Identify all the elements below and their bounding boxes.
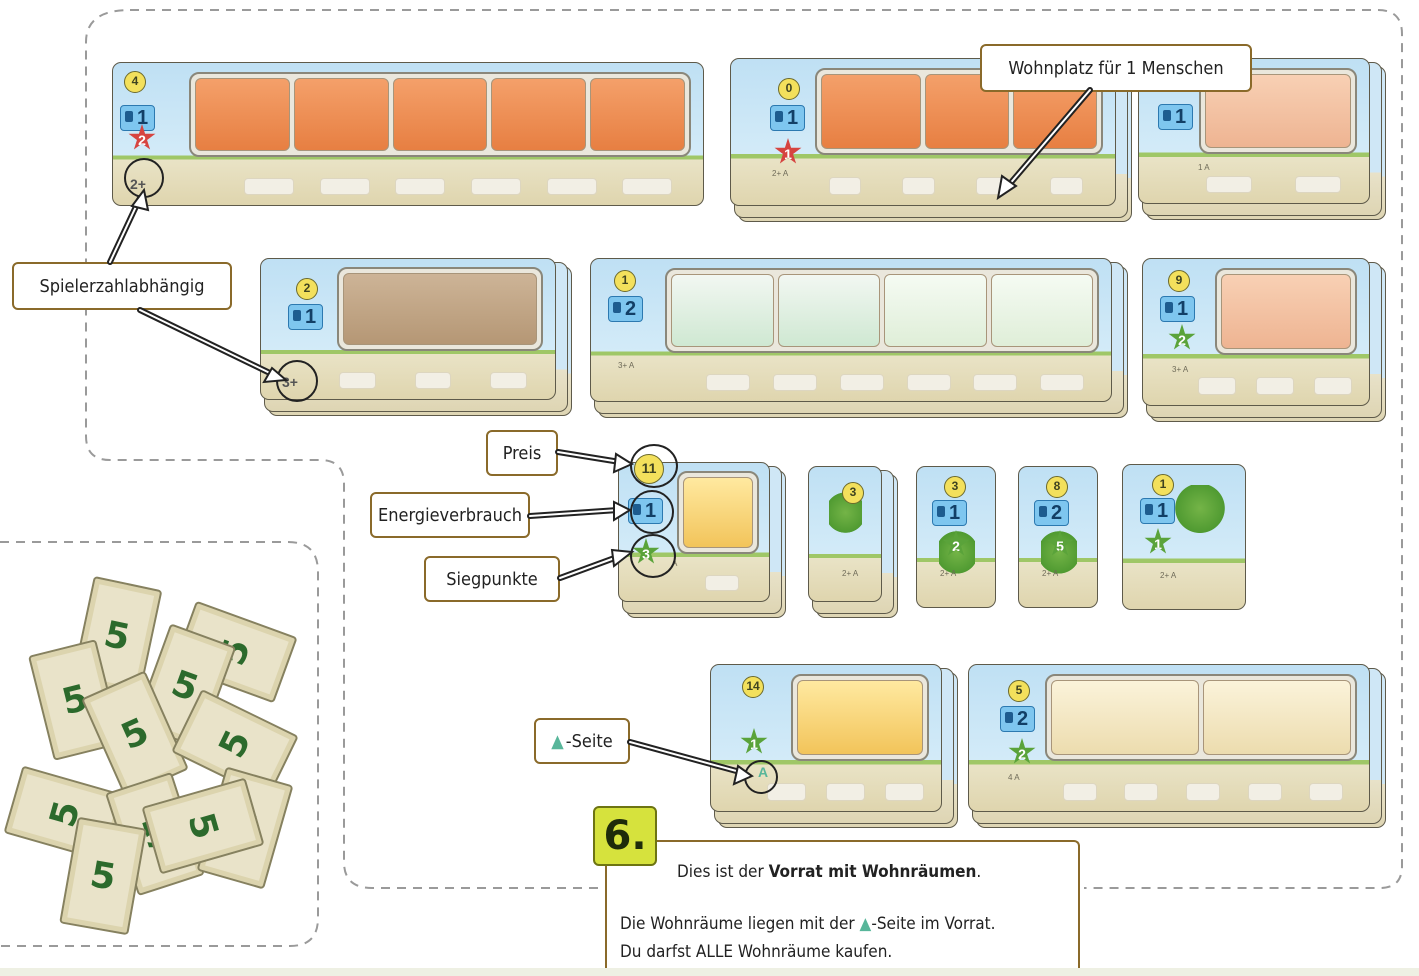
- tile-garden-b[interactable]: 3 1 2 2+ A: [916, 466, 996, 608]
- energy-badge: 1: [1160, 296, 1196, 322]
- player-count: 2+ A: [1042, 569, 1059, 578]
- energy-badge: 1: [120, 105, 156, 132]
- info-line-2-post: -Seite im Vorrat.: [871, 914, 996, 934]
- callout-siegpunkte: Siegpunkte: [424, 556, 560, 602]
- callout-energie: Energieverbrauch: [370, 492, 530, 538]
- highlight-victory: [630, 534, 676, 578]
- highlight-player-count-music: [276, 360, 318, 402]
- player-count: 2+ A: [772, 169, 789, 178]
- player-count: 2+ A: [940, 569, 957, 578]
- highlight-player-count-gym: [124, 158, 164, 198]
- price-token: 1: [1152, 474, 1174, 496]
- info-line-1-bold: Vorrat mit Wohnräumen: [768, 862, 977, 882]
- player-count: 2+ A: [1160, 571, 1177, 580]
- tile-garden-a[interactable]: 3 2+ A: [808, 466, 898, 618]
- info-line-3: Du darfst ALLE Wohnräume kaufen.: [620, 942, 893, 962]
- info-line-1-post: .: [976, 862, 982, 882]
- energy-badge: 1: [1158, 104, 1194, 131]
- tile-atelier[interactable]: 5 2 2 4 A: [968, 664, 1386, 828]
- a-side-icon: ▲: [551, 730, 564, 752]
- price-token: 2: [296, 278, 318, 300]
- tile-living[interactable]: 1 1 A: [1138, 58, 1386, 220]
- bottom-bar: [0, 968, 1419, 976]
- price-token: 1: [614, 270, 636, 292]
- energy-badge: 1: [932, 500, 968, 526]
- a-side-icon: ▲: [859, 914, 872, 934]
- callout-preis: Preis: [486, 430, 558, 476]
- info-line-2: Die Wohnräume liegen mit der ▲-Seite im …: [620, 914, 995, 934]
- energy-badge: 2: [1000, 706, 1036, 732]
- player-count: 1 A: [1198, 163, 1210, 172]
- tile-garden-d[interactable]: 1 1 1 2+ A: [1122, 464, 1246, 610]
- highlight-energy: [630, 490, 674, 534]
- tile-lounge[interactable]: 14 1 A: [710, 664, 958, 828]
- player-count: 4 A: [1008, 773, 1020, 782]
- energy-badge: 1: [770, 104, 806, 131]
- price-token: 0: [778, 78, 800, 100]
- callout-a-seite: ▲ -Seite: [534, 718, 630, 764]
- energy-badge: 2: [608, 296, 644, 322]
- energy-badge: 1: [1140, 498, 1176, 524]
- price-token: 4: [124, 70, 146, 93]
- price-token: 8: [1046, 476, 1068, 498]
- price-token: 3: [842, 482, 864, 504]
- tile-fireplace[interactable]: 9 1 2 3+ A: [1142, 258, 1386, 422]
- step-number-badge: 6.: [593, 806, 657, 866]
- price-token: 3: [944, 476, 966, 498]
- info-line-1-pre: Dies ist der: [677, 862, 769, 882]
- info-line-2-pre: Die Wohnräume liegen mit der: [620, 914, 860, 934]
- player-count: 2+ A: [842, 569, 859, 578]
- energy-badge: 2: [1034, 500, 1070, 526]
- energy-badge: 1: [288, 304, 324, 330]
- tile-dining[interactable]: 1 2 3+ A: [590, 258, 1128, 418]
- highlight-a-side: [744, 760, 778, 794]
- player-count: 3+ A: [1172, 365, 1189, 374]
- info-box: Dies ist der Vorrat mit Wohnräumen. Die …: [605, 840, 1080, 976]
- callout-a-seite-text: -Seite: [565, 730, 613, 752]
- callout-spielerzahl: Spielerzahlabhängig: [12, 262, 232, 310]
- price-token: 14: [742, 676, 764, 698]
- player-count: A: [672, 559, 678, 568]
- tile-gym[interactable]: 4 1 2 2+: [112, 62, 704, 206]
- price-token: 9: [1168, 270, 1190, 292]
- price-token: 5: [1008, 680, 1030, 702]
- info-line-1: Dies ist der Vorrat mit Wohnräumen.: [677, 862, 981, 882]
- tile-garden-c[interactable]: 8 2 5 2+ A: [1018, 466, 1098, 608]
- player-count: 3+ A: [618, 361, 635, 370]
- highlight-price: [630, 444, 678, 488]
- callout-wohnplatz: Wohnplatz für 1 Menschen: [980, 44, 1252, 92]
